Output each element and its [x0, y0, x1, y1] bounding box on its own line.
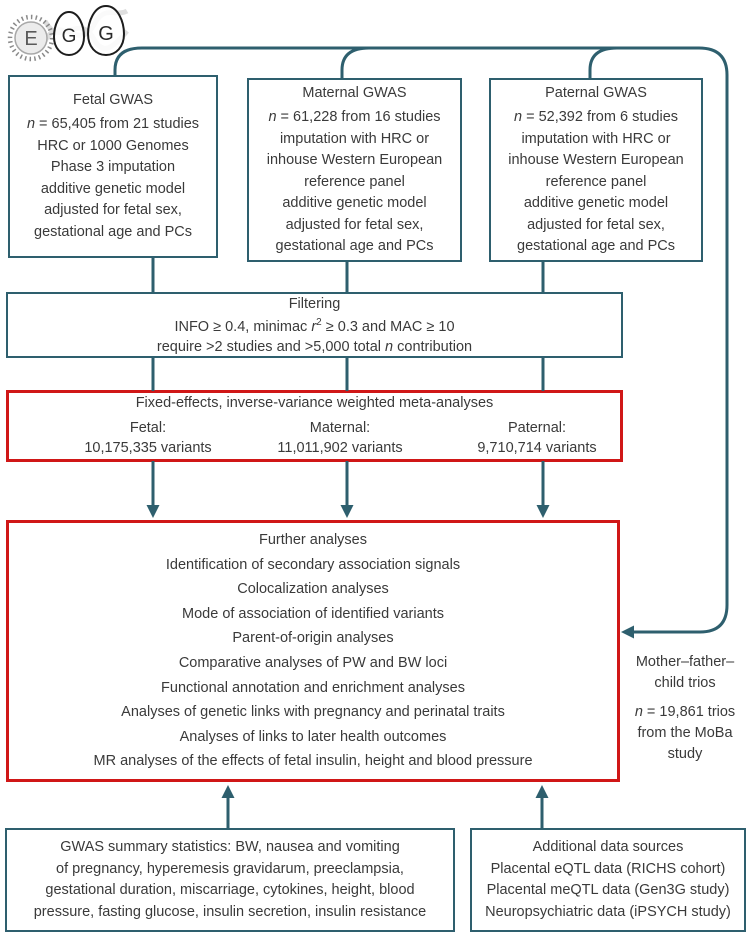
filtering-requirements: require >2 studies and >5,000 total n co…: [157, 337, 472, 357]
filtering-box: Filtering INFO ≥ 0.4, minimac r2 ≥ 0.3 a…: [6, 292, 623, 358]
meta-to-further-arrows: [151, 461, 545, 506]
further-analyses-title: Further analyses: [259, 532, 367, 549]
n-text: = 61,228 from 16 studies: [276, 109, 441, 125]
filtering-title: Filtering: [288, 295, 341, 312]
gwas-summary-statistics-box: GWAS summary statistics: BW, nausea and …: [5, 828, 455, 932]
meta-col-label: Maternal:: [309, 419, 371, 436]
meta-col-value: 9,710,714 variants: [477, 440, 597, 457]
fetal-gwas-title: Fetal GWAS: [72, 91, 154, 108]
further-analyses-box: Further analyses Identification of secon…: [6, 520, 620, 782]
further-analysis-item: Functional annotation and enrichment ana…: [161, 679, 465, 696]
further-analysis-item: Mode of association of identified varian…: [182, 605, 444, 622]
paternal-gwas-box: Paternal GWAS n = 52,392 from 6 studies …: [489, 78, 703, 262]
meta-col-paternal: Paternal: 9,710,714 variants: [477, 418, 596, 459]
trios-line: study: [667, 746, 703, 762]
maternal-line: imputation with HRC or: [279, 130, 430, 147]
n-symbol: n: [385, 338, 394, 355]
requirement-text: require >2 studies and >5,000 total: [156, 338, 386, 355]
fetal-line: HRC or 1000 Genomes: [37, 137, 189, 154]
logo-letter-e: E: [24, 28, 37, 50]
additional-data-item: Placental meQTL data (Gen3G study): [486, 882, 730, 898]
egg-icon: G: [86, 4, 126, 57]
further-analysis-item: Analyses of genetic links with pregnancy…: [121, 704, 505, 721]
logo-letter-g2: G: [98, 23, 114, 45]
meta-col-value: 10,175,335 variants: [84, 440, 212, 457]
further-analysis-item: Parent-of-origin analyses: [232, 630, 394, 647]
further-analysis-item: Analyses of links to later health outcom…: [179, 728, 447, 745]
n-symbol: n: [268, 109, 277, 125]
requirement-text: contribution: [393, 338, 473, 355]
maternal-gwas-box: Maternal GWAS n = 61,228 from 16 studies…: [247, 78, 462, 262]
egg-icon: G: [52, 10, 86, 57]
n-text: = 65,405 from 21 studies: [35, 116, 200, 133]
additional-data-sources-box: Additional data sources Placental eQTL d…: [470, 828, 746, 932]
paternal-line: reference panel: [545, 173, 647, 190]
summary-line: gestational duration, miscarriage, cytok…: [45, 882, 415, 898]
trios-sample-size: n = 19,861 trios: [618, 702, 752, 723]
summary-line: pressure, fasting glucose, insulin secre…: [33, 903, 427, 920]
maternal-line: reference panel: [304, 173, 405, 190]
meta-to-further-arrowheads: [146, 505, 550, 518]
paternal-line: imputation with HRC or: [521, 130, 671, 147]
fetal-line: additive genetic model: [40, 180, 186, 197]
n-symbol: n: [513, 109, 523, 125]
summary-line: of pregnancy, hyperemesis gravidarum, pr…: [56, 860, 404, 877]
maternal-line: gestational age and PCs: [275, 238, 434, 254]
fetal-line: adjusted for fetal sex,: [44, 202, 182, 219]
additional-data-item: Neuropsychiatric data (iPSYCH study): [485, 903, 731, 920]
trio-arrowhead-left: [621, 625, 634, 639]
maternal-line: inhouse Western European: [266, 152, 443, 168]
meta-col-label: Fetal:: [129, 419, 167, 436]
maternal-line: adjusted for fetal sex,: [285, 216, 424, 233]
meta-col-label: Paternal:: [507, 419, 567, 436]
n-symbol: n: [26, 116, 36, 133]
threshold-text: ≥ 0.3 and MAC ≥ 10: [321, 318, 455, 335]
maternal-line: additive genetic model: [282, 195, 427, 211]
paternal-gwas-title: Paternal GWAS: [545, 84, 647, 101]
n-text: = 52,392 from 6 studies: [522, 109, 679, 125]
further-analysis-item: MR analyses of the effects of fetal insu…: [93, 753, 533, 770]
meta-col-maternal: Maternal: 11,011,902 variants: [277, 418, 402, 459]
n-symbol: n: [634, 704, 643, 720]
meta-analyses-box: Fixed-effects, inverse-variance weighted…: [6, 390, 623, 462]
meta-analyses-title: Fixed-effects, inverse-variance weighted…: [135, 395, 494, 412]
paternal-line: inhouse Western European: [508, 152, 684, 168]
filtering-thresholds: INFO ≥ 0.4, minimac r2 ≥ 0.3 and MAC ≥ 1…: [174, 317, 454, 337]
trios-line: from the MoBa: [637, 725, 733, 741]
meta-analyses-columns: Fetal: 10,175,335 variants Maternal: 11,…: [9, 418, 620, 459]
paternal-line: adjusted for fetal sex,: [527, 216, 665, 233]
further-analysis-item: Comparative analyses of PW and BW loci: [178, 655, 448, 671]
further-analysis-item: Identification of secondary association …: [165, 556, 461, 573]
additional-data-item: Placental eQTL data (RICHS cohort): [490, 860, 726, 877]
fetal-line: gestational age and PCs: [34, 223, 192, 240]
maternal-sample-size: n = 61,228 from 16 studies: [268, 107, 440, 129]
further-analysis-item: Colocalization analyses: [237, 581, 389, 598]
trios-line: child trios: [654, 675, 716, 691]
bottom-to-further-arrowheads: [221, 785, 549, 798]
paternal-line: gestational age and PCs: [517, 238, 675, 254]
logo-letter-g1: G: [62, 26, 77, 47]
paternal-sample-size: n = 52,392 from 6 studies: [514, 107, 678, 129]
meta-col-value: 11,011,902 variants: [277, 440, 403, 457]
fetal-gwas-box: Fetal GWAS n = 65,405 from 21 studies HR…: [8, 75, 218, 258]
trios-line: Mother–father–: [635, 654, 735, 670]
fetal-sample-size: n = 65,405 from 21 studies: [27, 114, 199, 136]
summary-line: GWAS summary statistics: BW, nausea and …: [60, 839, 400, 855]
threshold-text: INFO ≥ 0.4, minimac: [174, 318, 312, 335]
gwas-to-filtering-connectors: [151, 257, 545, 293]
egg-consortium-logo: E G G: [7, 4, 129, 62]
trios-label: Mother–father– child trios n = 19,861 tr…: [618, 652, 752, 765]
maternal-gwas-title: Maternal GWAS: [302, 84, 407, 101]
paternal-line: additive genetic model: [523, 195, 669, 211]
fetal-line: Phase 3 imputation: [50, 159, 176, 176]
n-text: = 19,861 trios: [642, 704, 736, 720]
additional-data-title: Additional data sources: [532, 839, 684, 855]
cell-icon: E: [7, 14, 55, 62]
filtering-to-meta-connectors: [151, 357, 545, 391]
meta-col-fetal: Fetal: 10,175,335 variants: [84, 418, 211, 459]
bottom-to-further-arrows: [226, 797, 544, 829]
